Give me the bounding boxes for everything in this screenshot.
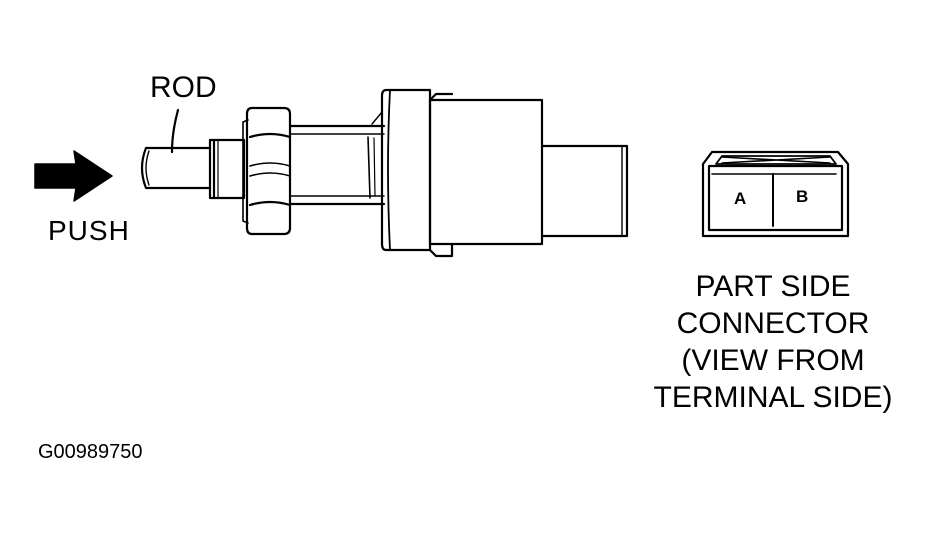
rod-label: ROD: [150, 71, 217, 104]
threaded-shaft-rear: [288, 124, 386, 206]
switch-flange: [371, 88, 432, 252]
connector-caption-line: PART SIDE: [695, 270, 851, 303]
figure-id: G00989750: [38, 441, 143, 463]
connector-caption-line: (VIEW FROM: [681, 344, 865, 377]
push-arrow-icon: [34, 150, 113, 202]
part-side-connector: [701, 150, 850, 238]
connector-caption-line: CONNECTOR: [676, 307, 870, 340]
connector-boss: [540, 144, 629, 238]
rod: [140, 146, 212, 190]
hex-nut: [242, 106, 292, 236]
rod-leader-line: [170, 108, 180, 154]
switch-body: [428, 92, 544, 258]
connector-caption-line: TERMINAL SIDE): [653, 381, 893, 414]
terminal-a-label: A: [734, 189, 747, 208]
push-label: PUSH: [48, 215, 130, 246]
terminal-b-label: B: [796, 187, 809, 206]
threaded-shaft-front: [208, 138, 246, 200]
connector-caption: PART SIDE CONNECTOR (VIEW FROM TERMINAL …: [640, 268, 906, 416]
